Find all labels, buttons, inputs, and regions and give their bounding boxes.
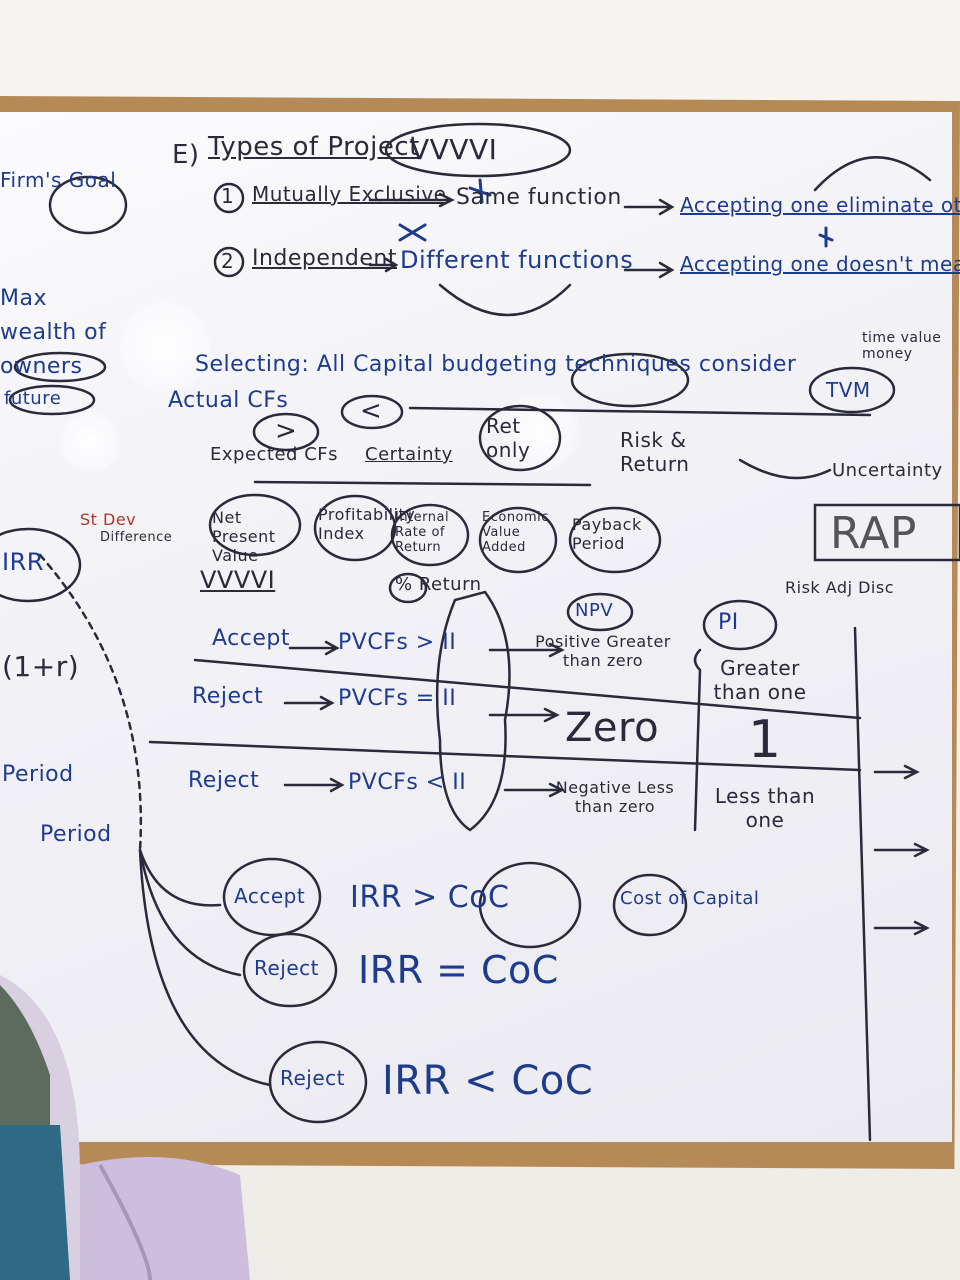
npv-row-2-rule: PVCFs = II xyxy=(338,686,457,711)
circle-one xyxy=(213,182,245,214)
pct-return: % Return xyxy=(395,574,482,595)
npv-row-1-npv: Positive Greater than zero xyxy=(535,632,671,670)
type-2-result: Accepting one doesn't mean xyxy=(680,252,960,276)
tvm-label: TVM xyxy=(826,378,871,402)
npv-row-3-npv: Negative Less than zero xyxy=(555,778,675,816)
npv-row-2-pi: 1 xyxy=(748,710,782,770)
npv-row-2-npv: Zero xyxy=(565,705,660,751)
period-1: Period xyxy=(2,762,74,787)
vvvvi-bubble xyxy=(384,122,572,178)
tvm-note: time value money xyxy=(862,330,942,362)
greater-symbol: > xyxy=(275,416,298,446)
light-glare xyxy=(60,412,120,472)
npv-row-3-rule: PVCFs < II xyxy=(348,770,467,795)
irr-row-3-decision: Reject xyxy=(280,1066,346,1090)
max-wealth: Max wealth of owners xyxy=(0,286,107,379)
pi-header: PI xyxy=(718,610,739,635)
actual-cfs: Actual CFs xyxy=(168,388,289,413)
heading-label: E) xyxy=(172,140,200,170)
std-dev: St Dev xyxy=(80,510,137,529)
backpack xyxy=(0,975,250,1280)
irr-row-2-rule: IRR = CoC xyxy=(358,948,559,992)
type-2-number: 2 xyxy=(221,249,235,273)
technique-irr: Internal Rate of Return xyxy=(395,510,450,555)
uncertainty-label: Uncertainty xyxy=(832,460,943,481)
less-symbol: < xyxy=(360,396,383,426)
risk-return: Risk & Return xyxy=(620,428,690,476)
vvvvi-marks: VVVVI xyxy=(200,566,276,594)
technique-eva: Economic Value Added xyxy=(482,510,549,555)
circle-two xyxy=(213,246,245,278)
irr-row-2-decision: Reject xyxy=(254,956,320,980)
type-2-name: Independent xyxy=(252,246,397,271)
technique-payback: Payback Period xyxy=(572,515,642,553)
irr-row-1-note: Cost of Capital xyxy=(620,888,760,909)
future-note: future xyxy=(4,388,62,409)
npv-row-3-decision: Reject xyxy=(188,768,260,793)
npv-row-1-rule: PVCFs > II xyxy=(338,630,457,655)
rap-label: RAP xyxy=(830,508,917,559)
selecting-title: Selecting: All Capital budgeting techniq… xyxy=(195,352,797,377)
one-plus-r: (1+r) xyxy=(2,650,80,683)
heading-title: Types of Project xyxy=(208,132,420,162)
npv-row-2-decision: Reject xyxy=(192,684,264,709)
npv-row-1-decision: Accept xyxy=(212,626,290,651)
certainty-label: Certainty xyxy=(365,444,453,465)
npv-row-1-pi: Greater than one xyxy=(713,656,807,704)
irr-row-1-rule: IRR > CoC xyxy=(350,880,510,915)
technique-pi: Profitability Index xyxy=(318,505,416,543)
type-1-result: Accepting one eliminate other xyxy=(680,193,960,217)
light-glare xyxy=(120,302,210,392)
type-2-function: Different functions xyxy=(400,246,634,274)
difference-label: Difference xyxy=(100,530,173,545)
irr-row-3-rule: IRR < CoC xyxy=(382,1058,594,1104)
type-1-name: Mutually Exclusive xyxy=(252,182,447,206)
technique-npv: Net Present Value xyxy=(212,508,276,565)
irr-left: IRR xyxy=(2,548,44,576)
type-1-function: Same function xyxy=(456,185,622,210)
period-2: Period xyxy=(40,822,112,847)
irr-row-1-decision: Accept xyxy=(234,884,306,908)
firms-goal: Firm's Goal xyxy=(0,168,117,192)
rap-sub: Risk Adj Disc xyxy=(785,578,894,597)
expected-cfs: Expected CFs xyxy=(210,444,339,465)
npv-row-3-pi: Less than one xyxy=(714,784,816,832)
heading-bubble-text: VVVVI xyxy=(410,133,498,166)
type-1-number: 1 xyxy=(221,184,235,208)
npv-header: NPV xyxy=(575,600,614,621)
ret-only: Ret only xyxy=(486,414,531,462)
